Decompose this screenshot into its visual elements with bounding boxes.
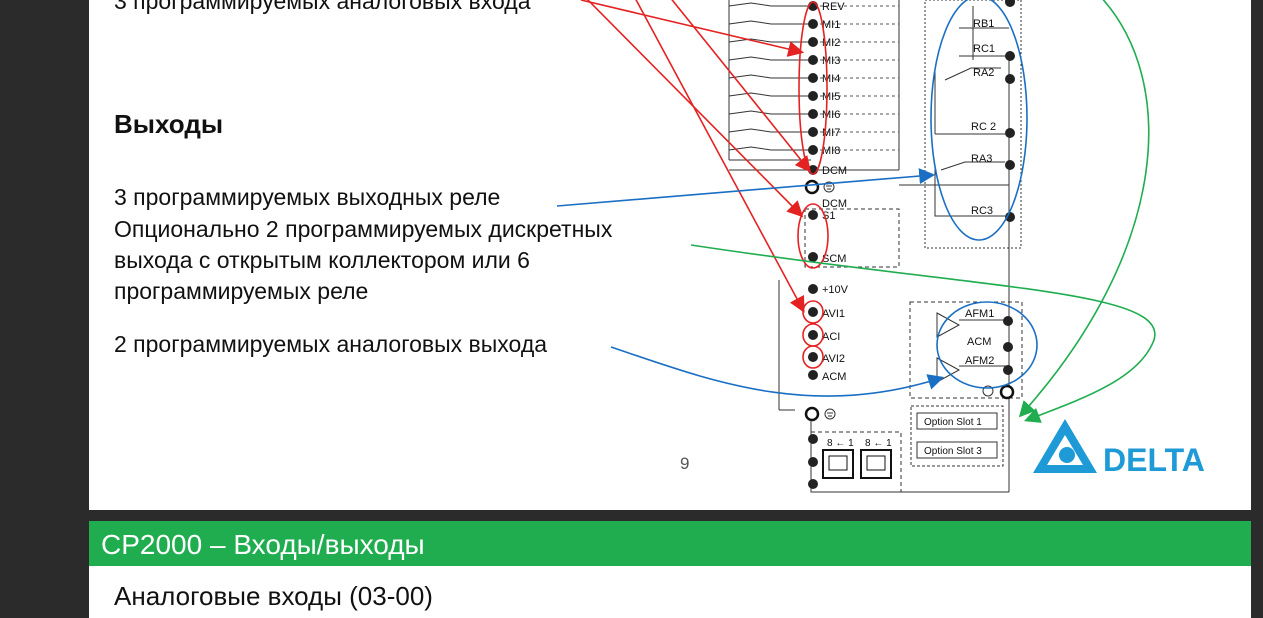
terminal-label: AVI1 [822,308,845,320]
blue-highlights [556,0,1038,397]
optional-outputs-line-3: программируемых реле [114,278,369,304]
analog-output-label: ACM [967,336,991,348]
page-number: 9 [680,454,690,473]
relay-outputs-text: 3 программируемых выходных реле [114,184,501,210]
terminal-label: +10V [822,284,849,296]
terminal-label: MI4 [822,73,840,85]
rj45-label: 8 ← 1 [827,438,854,449]
slide-title: CP2000 – Входы/выходы [101,529,425,560]
wiring-diagram: REV MI1 MI2 MI3 MI4 MI5 MI6 MI7 MI8 DCM … [556,0,1156,493]
terminal-column-left: REV MI1 MI2 MI3 MI4 MI5 MI6 MI7 MI8 DCM [808,1,847,177]
terminal-label: DCM [822,198,847,210]
terminal-label: SCM [822,253,846,265]
option-slot-3: Option Slot 3 [924,446,982,457]
title-bar: CP2000 – Входы/выходы [89,521,1251,566]
relay-label: RA3 [971,153,992,165]
cut-off-text: 3 программируемых аналоговых входа [114,0,531,14]
analog-outputs-text: 2 программируемых аналоговых выхода [114,331,548,357]
terminal-label: MI5 [822,91,840,103]
terminal-label: ACI [822,331,840,343]
terminal-label: MI1 [822,19,840,31]
slide-bottom: CP2000 – Входы/выходы Аналоговые входы (… [89,521,1251,618]
relay-terminals: RB1 RC1 RA2 RC 2 RA3 RC3 [971,0,1015,222]
terminal-label: MI6 [822,109,840,121]
ground-icon [804,406,836,422]
red-highlights [580,0,829,369]
terminal-label: MI3 [822,55,840,67]
option-slot-1: Option Slot 1 [924,417,982,428]
terminal-label: REV [822,1,845,13]
rj45-label: 8 ← 1 [865,438,892,449]
digital-input-switches [728,0,900,171]
analog-output-label: AFM2 [965,355,994,367]
terminal-label: MI8 [822,145,840,157]
green-arrows [690,0,1156,423]
slide-top: 3 программируемых аналоговых входа Выход… [89,0,1251,510]
terminal-label: MI7 [822,127,840,139]
terminal-label: MI2 [822,37,840,49]
slide-subtitle: Аналоговые входы (03-00) [114,581,433,611]
analog-output-terminals: AFM1 ACM AFM2 [965,308,1015,400]
rj45-port-2: 8 ← 1 [860,438,892,479]
relay-label: RA2 [973,67,994,79]
delta-logo: DELTA [1033,419,1205,477]
relay-label: RC1 [973,43,995,55]
relay-label: RC3 [971,205,993,217]
section-heading: Выходы [114,109,224,139]
optional-outputs-line-2: выхода с открытым коллектором или 6 [114,247,530,273]
relay-label: RB1 [973,18,994,30]
analog-output-label: AFM1 [965,308,994,320]
optional-outputs-line-1: Опционально 2 программируемых дискретных [114,216,613,242]
terminal-column-middle: DCM S1 SCM +10V AVI1 ACI AVI2 ACM [808,198,849,383]
terminal-label: AVI2 [822,353,845,365]
rj45-port-1: 8 ← 1 [822,438,854,479]
terminal-label: DCM [822,165,847,177]
terminal-label: ACM [822,371,846,383]
logo-text: DELTA [1103,442,1205,477]
relay-label: RC 2 [971,121,996,133]
